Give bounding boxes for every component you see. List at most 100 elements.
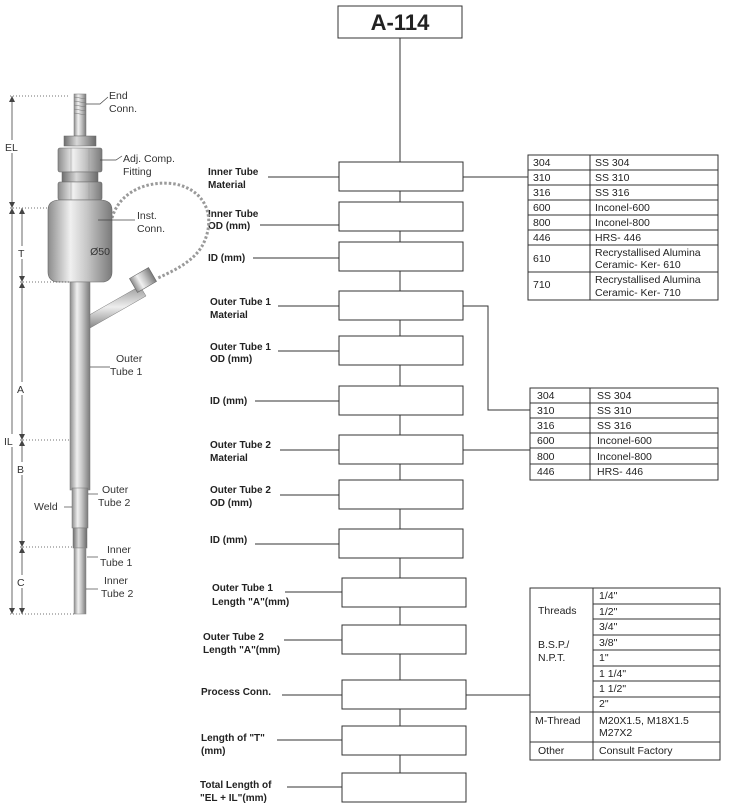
field-label: Inner Tube	[208, 209, 259, 220]
field-label: Material	[208, 180, 246, 191]
table-row: 800 Inconel-800	[537, 451, 652, 463]
field-label: Outer Tube 2	[210, 485, 271, 496]
table-row: 316 SS 316	[537, 420, 632, 432]
material-name: HRS- 446	[597, 466, 643, 478]
material-code: 800	[533, 217, 551, 229]
field-label: Length "A"(mm)	[203, 645, 280, 656]
process-conn-table: Threads B.S.P./ N.P.T. 1/4" 1/2" 3/4" 3/…	[529, 587, 721, 761]
end-conn-label: Conn.	[109, 103, 137, 115]
table-row: 304 SS 304	[533, 157, 630, 169]
npt-label: N.P.T.	[538, 652, 565, 664]
instrument-head	[47, 199, 113, 283]
field-outer-tube-2-length: Outer Tube 2 Length "A"(mm)	[203, 624, 467, 656]
material-name: Inconel-800	[597, 451, 652, 463]
thread-size: 2"	[599, 698, 609, 710]
outer-tube-1-label: Tube 1	[110, 366, 142, 378]
field-label: Material	[210, 310, 248, 321]
dim-c: C	[17, 577, 25, 589]
table-row: 800 Inconel-800	[533, 217, 650, 229]
material-code: 304	[533, 157, 551, 169]
material-code: 304	[537, 390, 555, 402]
material-code: 710	[533, 279, 551, 291]
field-outer-tube-1-material: Outer Tube 1 Material	[210, 290, 464, 321]
dim-b: B	[17, 464, 24, 476]
m-thread-label: M-Thread	[535, 715, 581, 727]
bsp-label: B.S.P./	[538, 639, 569, 651]
table-row: 610 Recrystallised Alumina Ceramic- Ker-…	[533, 247, 701, 271]
material-code: 310	[533, 172, 551, 184]
field-inner-tube-material: Inner Tube Material	[208, 161, 464, 192]
field-label: Inner Tube	[208, 167, 259, 178]
table-row: 446 HRS- 446	[537, 466, 643, 478]
selection-fields: Inner Tube Material Inner Tube OD (mm) I…	[200, 161, 467, 804]
field-outer-tube-1-id: ID (mm)	[210, 385, 464, 416]
material-code: 446	[537, 466, 555, 478]
title-box: A-114	[337, 5, 463, 39]
material-name: SS 304	[597, 390, 632, 402]
field-outer-tube-2-material: Outer Tube 2 Material	[210, 434, 464, 465]
outer-tube-1-label: Outer	[116, 353, 143, 365]
inner-tube-1-label: Tube 1	[100, 557, 132, 569]
inner-tube-2-label: Inner	[104, 575, 128, 587]
field-label: "EL + IL"(mm)	[200, 793, 267, 804]
diameter-label: Ø50	[90, 246, 110, 258]
compression-nut	[57, 147, 103, 173]
field-outer-tube-2-od: Outer Tube 2 OD (mm)	[210, 479, 464, 510]
outer-tube-2-label: Tube 2	[98, 497, 130, 509]
table-row: 446 HRS- 446	[533, 232, 641, 244]
m-thread-value: M20X1.5, M18X1.5	[599, 715, 689, 727]
thread-size: 3/8"	[599, 637, 618, 649]
field-length-t: Length of "T" (mm)	[201, 725, 467, 757]
material-name: Ceramic- Ker- 710	[595, 287, 681, 299]
inst-conn-label: Conn.	[137, 223, 165, 235]
inst-conn-label: Inst.	[137, 210, 157, 222]
thread-size: 1/2"	[599, 606, 618, 618]
material-code: 600	[537, 435, 555, 447]
field-label: OD (mm)	[208, 221, 250, 232]
field-outer-tube-1-od: Outer Tube 1 OD (mm)	[210, 335, 464, 366]
table-row: 316 SS 316	[533, 187, 630, 199]
field-label: Length "A"(mm)	[212, 597, 289, 608]
field-label: Total Length of	[200, 780, 272, 791]
field-label: Outer Tube 1	[212, 583, 273, 594]
field-label: Outer Tube 1	[210, 297, 271, 308]
other-label: Other	[538, 745, 565, 757]
field-process-conn: Process Conn.	[201, 679, 467, 710]
material-code: 316	[537, 420, 555, 432]
material-name: HRS- 446	[595, 232, 641, 244]
material-name: SS 316	[597, 420, 632, 432]
material-code: 316	[533, 187, 551, 199]
thread-size: 1"	[599, 652, 609, 664]
dim-il: IL	[4, 436, 13, 448]
m-thread-value: M27X2	[599, 727, 632, 739]
material-name: Ceramic- Ker- 610	[595, 259, 681, 271]
weld-label: Weld	[34, 501, 58, 513]
end-conn-label: End	[109, 90, 128, 102]
dim-a: A	[17, 384, 24, 396]
table-row: 600 Inconel-600	[537, 435, 652, 447]
table-row: 710 Recrystallised Alumina Ceramic- Ker-…	[533, 274, 701, 299]
thread-size: 1 1/2"	[599, 683, 626, 695]
material-name: SS 304	[595, 157, 630, 169]
material-name: Inconel-600	[597, 435, 652, 447]
dimension-labels: EL T A IL B C	[3, 140, 28, 589]
thermocouple-probe-illustration: Ø50	[47, 93, 211, 615]
field-label: (mm)	[201, 746, 225, 757]
adj-comp-label: Fitting	[123, 166, 152, 178]
field-label: OD (mm)	[210, 498, 252, 509]
material-name: Recrystallised Alumina	[595, 274, 701, 286]
threads-label: Threads	[538, 605, 577, 617]
material-name: Inconel-800	[595, 217, 650, 229]
material-name: SS 310	[595, 172, 630, 184]
field-total-length: Total Length of "EL + IL"(mm)	[200, 772, 467, 804]
material-name: SS 310	[597, 405, 632, 417]
outer-tube-1	[69, 281, 91, 491]
field-label: OD (mm)	[210, 354, 252, 365]
inner-tube-material-table: 304 SS 304 310 SS 310 316 SS 316 600 Inc…	[527, 154, 719, 301]
field-label: Outer Tube 1	[210, 342, 271, 353]
inner-tube-1	[72, 527, 88, 549]
material-name: SS 316	[595, 187, 630, 199]
table-row: 304 SS 304	[537, 390, 632, 402]
material-code: 600	[533, 202, 551, 214]
